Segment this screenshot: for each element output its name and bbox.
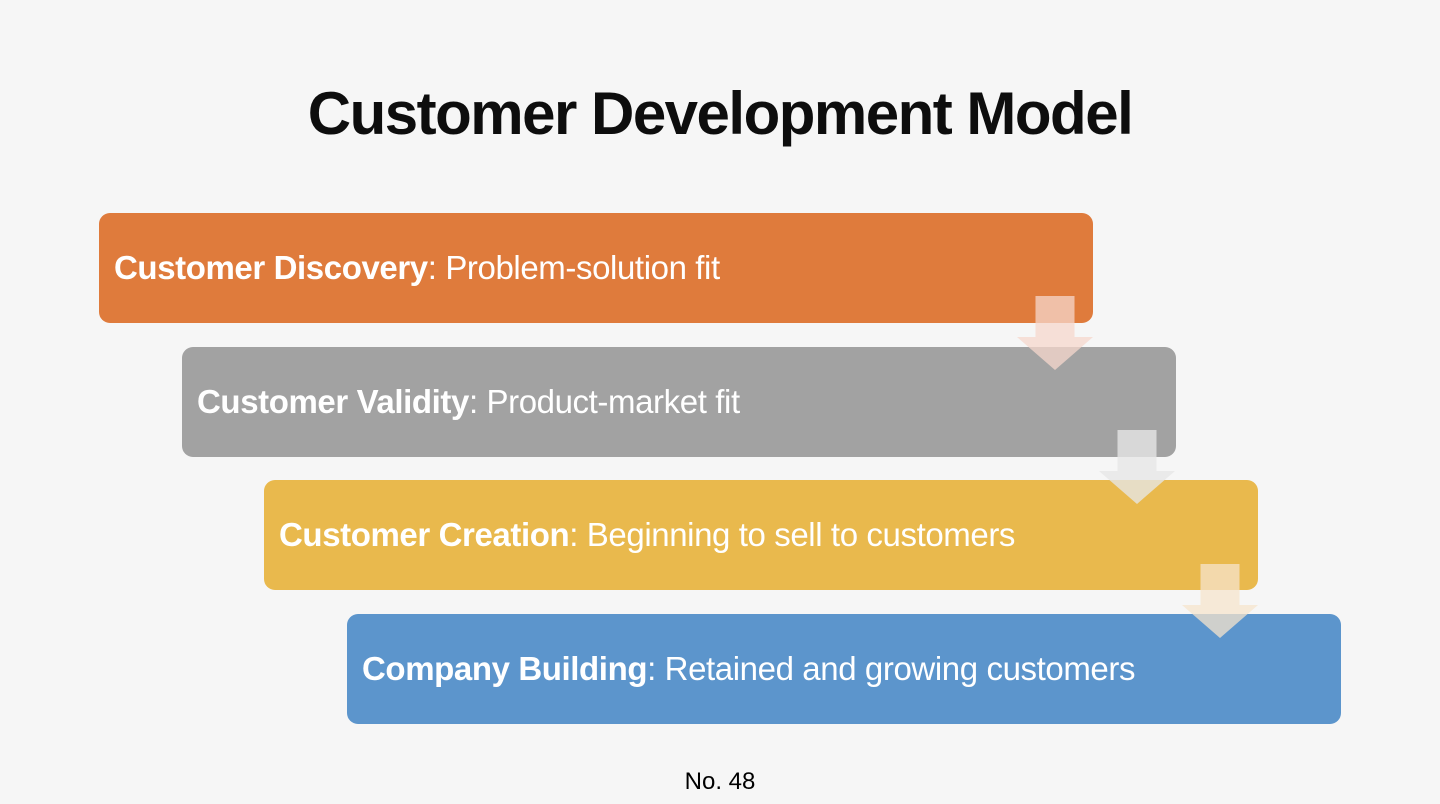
stage-label: Customer Validity	[197, 383, 469, 420]
stage-bar-2: Customer Validity: Product-market fit	[182, 347, 1176, 457]
stage-separator: :	[647, 650, 665, 687]
down-arrow-1	[1017, 296, 1093, 370]
stage-text: Company Building: Retained and growing c…	[362, 650, 1135, 688]
stage-description: Retained and growing customers	[664, 650, 1136, 687]
stage-text: Customer Discovery: Problem-solution fit	[114, 249, 720, 287]
stage-label: Customer Discovery	[114, 249, 428, 286]
stage-description: Problem-solution fit	[445, 249, 720, 286]
stage-bar-1: Customer Discovery: Problem-solution fit	[99, 213, 1093, 323]
stage-label: Company Building	[362, 650, 648, 687]
page-number: No. 48	[684, 768, 756, 795]
down-arrow-2	[1099, 430, 1175, 504]
stage-description: Product-market fit	[486, 383, 741, 420]
slide-title: Customer Development Model	[307, 80, 1134, 147]
stage-text: Customer Validity: Product-market fit	[197, 383, 740, 421]
stage-separator: :	[468, 383, 487, 420]
stage-label: Customer Creation	[279, 516, 570, 553]
down-arrow-3	[1182, 564, 1258, 638]
stage-description: Beginning to sell to customers	[586, 516, 1016, 553]
stage-separator: :	[569, 516, 587, 553]
stage-text: Customer Creation: Beginning to sell to …	[279, 516, 1015, 554]
stage-bar-3: Customer Creation: Beginning to sell to …	[264, 480, 1258, 590]
stage-separator: :	[427, 249, 446, 286]
stage-bar-4: Company Building: Retained and growing c…	[347, 614, 1341, 724]
